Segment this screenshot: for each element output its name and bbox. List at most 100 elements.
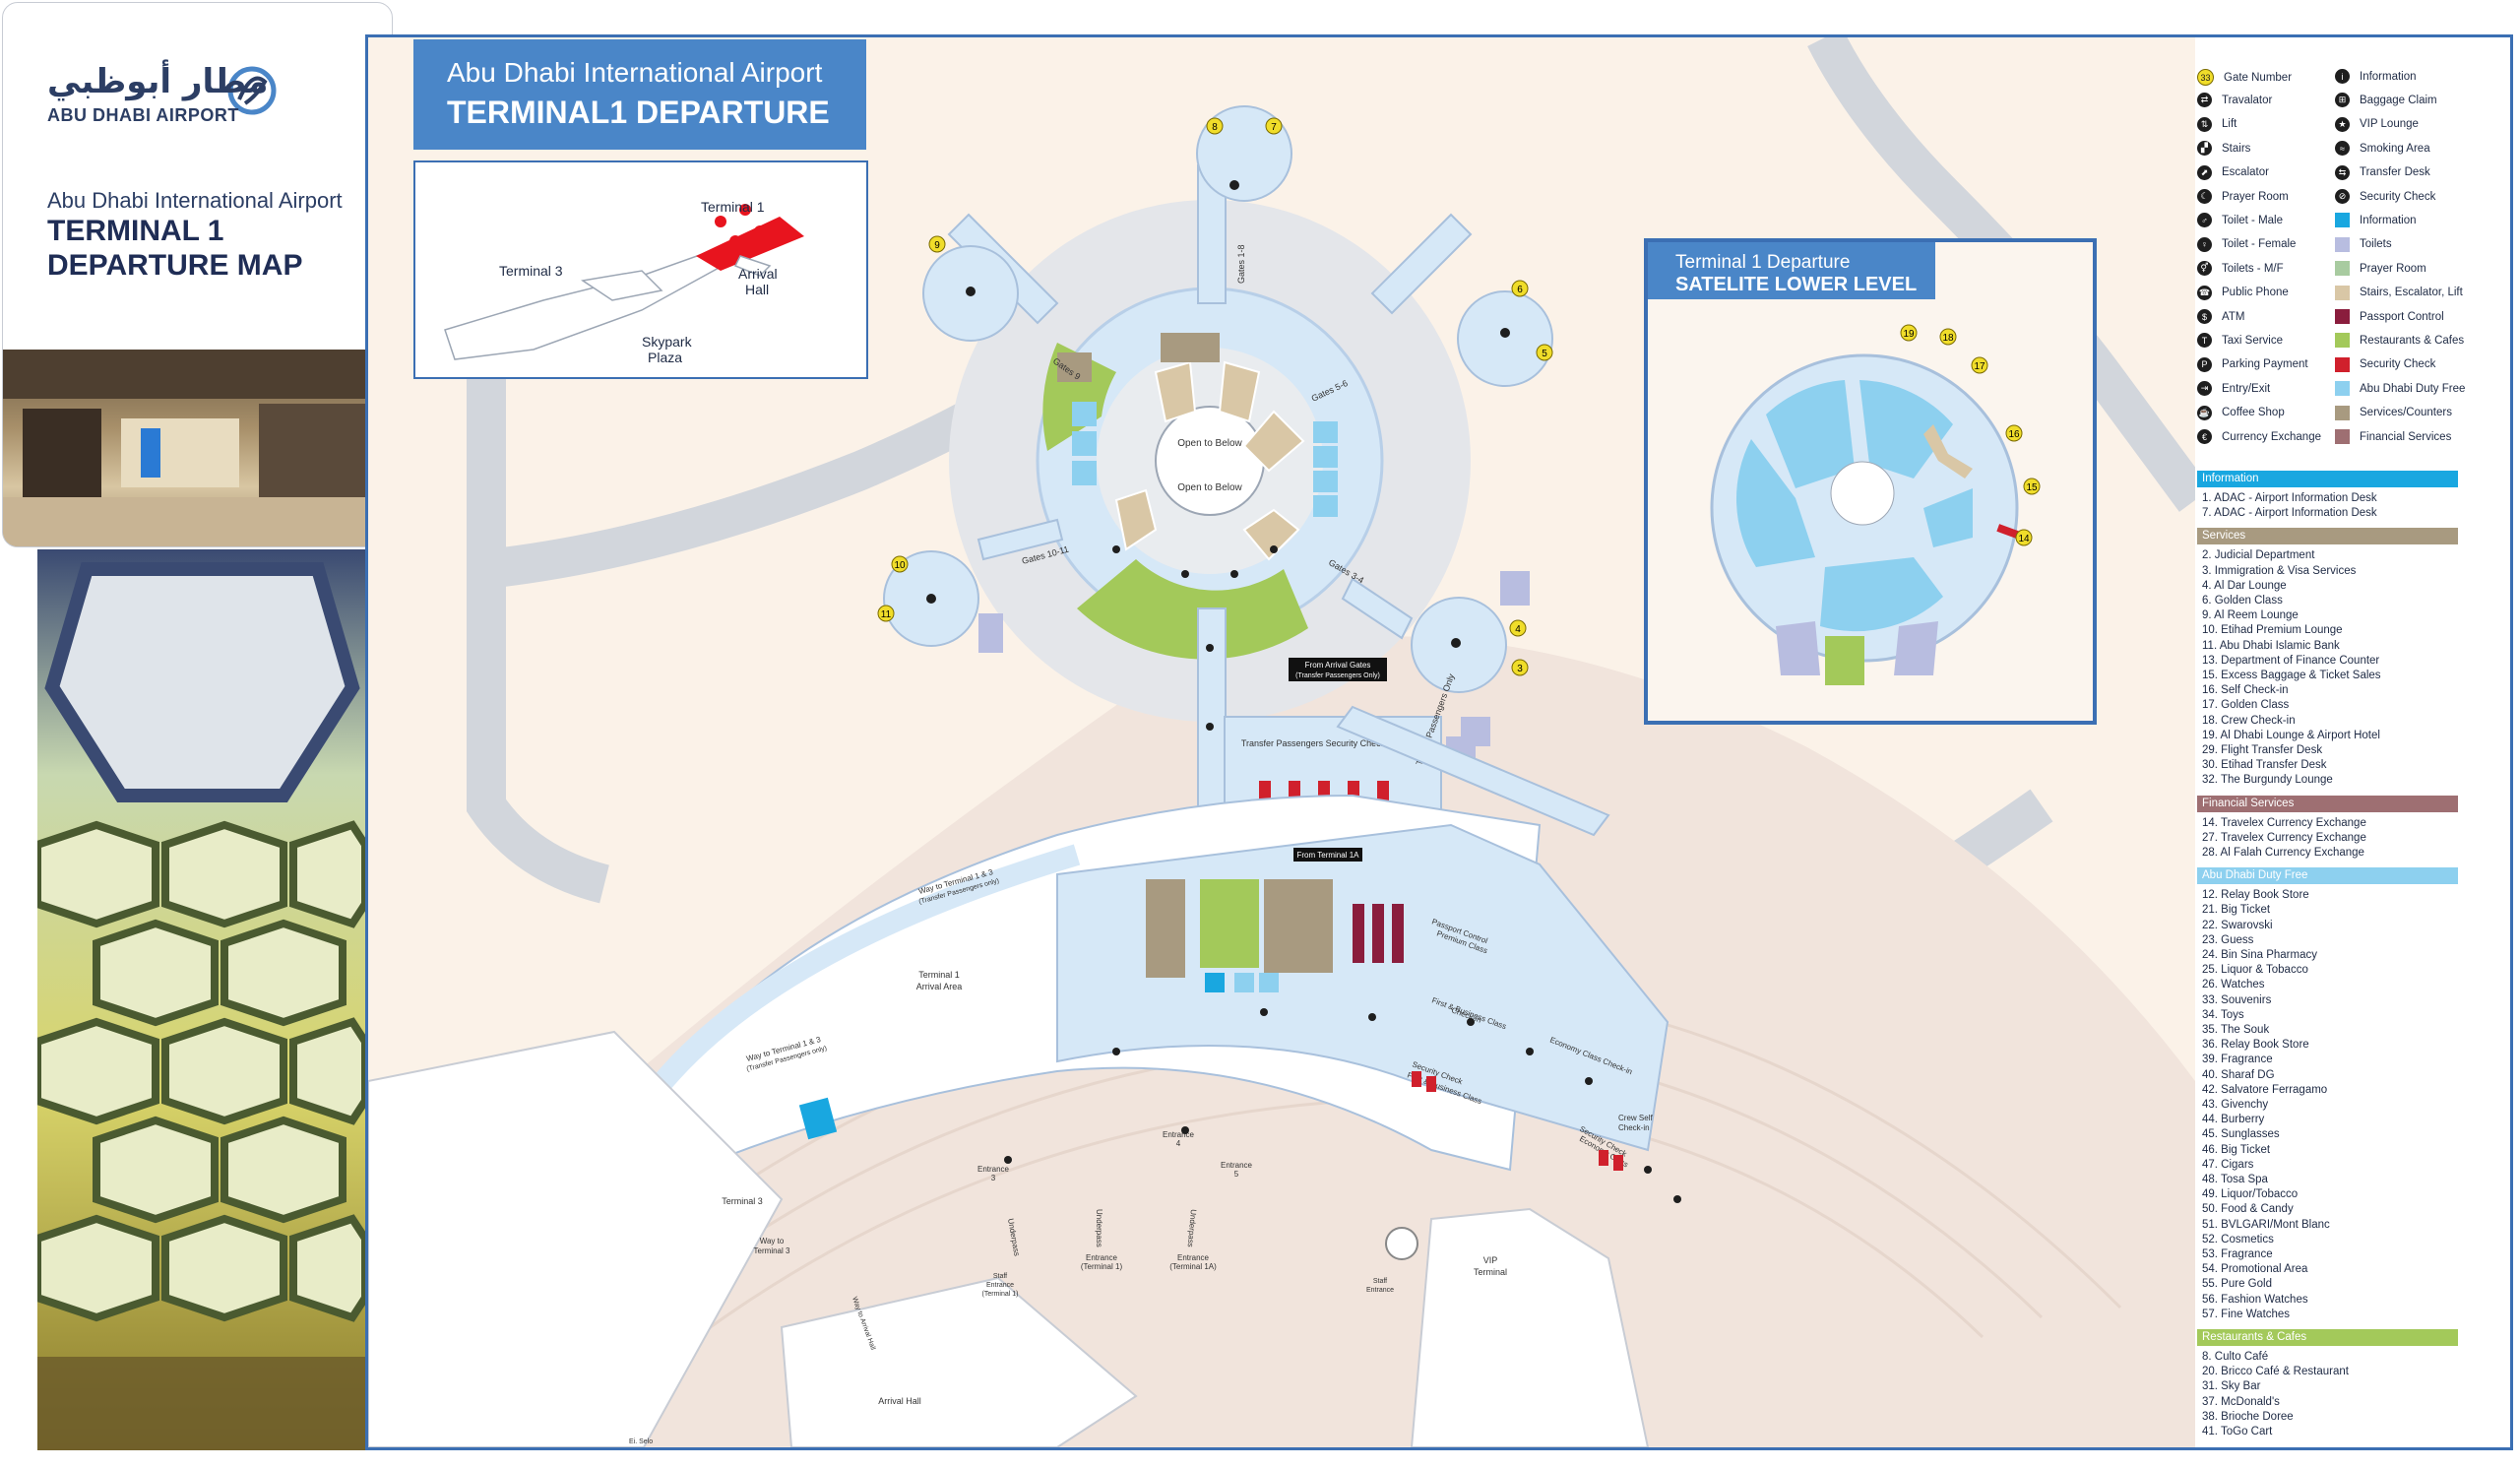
legend-toilet-female: ♀ Toilet - Female (2197, 236, 2297, 252)
entrance-4-number: 4 (1176, 1139, 1181, 1148)
pier-ne (1370, 213, 1473, 315)
list-item: 32. The Burgundy Lounge (2202, 774, 2333, 787)
list-item: 27. Travelex Currency Exchange (2202, 831, 2366, 844)
satellite-header: Terminal 1 Departure SATELITE LOWER LEVE… (1648, 242, 1935, 299)
legend-services-area: Services/Counters (2335, 405, 2452, 420)
header-subtitle: Abu Dhabi International Airport (447, 57, 823, 88)
from-terminal-1a-label: From Terminal 1A (1297, 851, 1360, 860)
list-item: 39. Fragrance (2202, 1054, 2273, 1066)
list-item: 52. Cosmetics (2202, 1233, 2274, 1245)
legend-entry-exit: ⇥Entry/Exit (2197, 381, 2270, 397)
gate-7: 7 (1271, 122, 1277, 133)
legend-label: Abu Dhabi Duty Free (2360, 382, 2466, 395)
list-item: 34. Toys (2202, 1008, 2244, 1021)
legend-prayer-room: ☾Prayer Room (2197, 189, 2289, 204)
taxi-service-icon: T (2197, 333, 2212, 349)
staff-entrance-1-label: Staff (993, 1273, 1007, 1280)
legend-passport-area: Passport Control (2335, 309, 2444, 324)
legend-label: Lift (2222, 118, 2237, 131)
list-item: 19. Al Dhabi Lounge & Airport Hotel (2202, 729, 2380, 741)
list-item: 31. Sky Bar (2202, 1380, 2261, 1393)
list-item: 43. Givenchy (2202, 1099, 2269, 1111)
gate-6: 6 (1517, 285, 1523, 295)
legend-label: Baggage Claim (2360, 94, 2437, 106)
list-item: 45. Sunglasses (2202, 1128, 2280, 1141)
security-check-icon: ⊘ (2335, 189, 2350, 204)
list-item: 35. The Souk (2202, 1024, 2270, 1036)
entrance-t1a-sub: (Terminal 1A) (1169, 1262, 1217, 1271)
entrance-5-number: 5 (1234, 1170, 1239, 1179)
list-header: Services (2197, 528, 2458, 545)
list-item: 15. Excess Baggage & Ticket Sales (2202, 670, 2381, 681)
legend-information-area: Information (2335, 213, 2417, 228)
pier-west (976, 518, 1064, 561)
legend-baggage-claim: ⊞Baggage Claim (2335, 93, 2437, 108)
list-item: 10. Etihad Premium Lounge (2202, 624, 2343, 637)
lift-icon: ⇅ (2197, 116, 2212, 132)
list-item: 46. Big Ticket (2202, 1143, 2271, 1156)
toilets-mf-icon: ⚥ (2197, 261, 2212, 277)
gate-4: 4 (1515, 624, 1521, 635)
legend-toilet-male: ♂Toilet - Male (2197, 213, 2283, 228)
ei-selo-label: Ei. Selo (629, 1438, 653, 1445)
legend-escalator: ⬈Escalator (2197, 164, 2269, 180)
legend-label: Travalator (2222, 94, 2273, 106)
list-item: 44. Burberry (2202, 1114, 2265, 1126)
vip-lounge-icon: ★ (2335, 116, 2350, 132)
legend-atm: $ATM (2197, 309, 2244, 324)
arrival-hall-label: Arrival Hall (878, 1396, 921, 1406)
legend-label: Toilet - Male (2222, 214, 2283, 226)
list-item: 28. Al Falah Currency Exchange (2202, 847, 2364, 859)
atm-icon: $ (2197, 309, 2212, 324)
list-item: 37. McDonald's (2202, 1395, 2280, 1408)
satellite-lower-level: 19 18 17 16 15 14 Terminal 1 Departure S… (1644, 238, 2097, 725)
legend-travelator: ⇄ Travalator (2197, 93, 2273, 108)
list-item: 30. Etihad Transfer Desk (2202, 759, 2327, 772)
list-item: 49. Liquor/Tobacco (2202, 1188, 2299, 1201)
information-area-swatch (2335, 213, 2350, 228)
transfer-security-label: Transfer Passengers Security Check (1241, 738, 1386, 748)
legend-label: Financial Services (2360, 430, 2452, 443)
list-item: 40. Sharaf DG (2202, 1068, 2275, 1081)
legend-currency-exchange: €Currency Exchange (2197, 429, 2321, 444)
sat-gate-15: 15 (2026, 482, 2038, 493)
satellite-title: SATELITE LOWER LEVEL (1675, 274, 1918, 295)
currency-exchange-icon: € (2197, 429, 2212, 444)
list-item: 12. Relay Book Store (2202, 889, 2309, 902)
satellite-subtitle: Terminal 1 Departure (1675, 252, 1851, 273)
entrance-t1a-label: Entrance (1177, 1253, 1210, 1262)
legend-label: Security Check (2360, 190, 2436, 203)
legend-label: Toilet - Female (2222, 238, 2297, 251)
sat-gate-17: 17 (1974, 361, 1985, 372)
legend-label: Information (2360, 70, 2417, 83)
list-item: 21. Big Ticket (2202, 904, 2271, 917)
prayer-room-icon: ☾ (2197, 189, 2212, 204)
gate-pod-ne (1457, 290, 1553, 387)
transfer-only-note: (Transfer Passengers Only) (1295, 672, 1380, 679)
overview-inset: Terminal 1 Terminal 3 Arrival Hall Skypa… (413, 160, 868, 379)
travelator-icon: ⇄ (2197, 93, 2212, 108)
list-item: 1. ADAC - Airport Information Desk (2202, 492, 2377, 504)
inset-terminal3-label: Terminal 3 (499, 263, 563, 279)
legend-stairs-area: Stairs, Escalator, Lift (2335, 285, 2463, 300)
list-item: 24. Bin Sina Pharmacy (2202, 949, 2317, 961)
legend-label: Passport Control (2360, 310, 2444, 323)
sat-gate-18: 18 (1942, 333, 1954, 344)
legend-label: Toilets (2360, 238, 2392, 251)
toilet-female-icon: ♀ (2197, 236, 2212, 252)
staff-entrance-1-sub2: (Terminal 1) (982, 1291, 1019, 1298)
sat-gate-16: 16 (2008, 429, 2020, 440)
legend-vip-lounge: ★VIP Lounge (2335, 116, 2419, 132)
legend-smoking-area: ≈Smoking Area (2335, 141, 2430, 157)
legend-financial-area: Financial Services (2335, 429, 2451, 444)
list-item: 7. ADAC - Airport Information Desk (2202, 507, 2377, 520)
legend-transfer-desk: ⇆Transfer Desk (2335, 164, 2430, 180)
way-to-terminal3-label: Way to (760, 1237, 785, 1245)
list-item: 26. Watches (2202, 979, 2265, 991)
transfer-desk-icon: ⇆ (2335, 164, 2350, 180)
list-item: 9. Al Reem Lounge (2202, 609, 2299, 622)
